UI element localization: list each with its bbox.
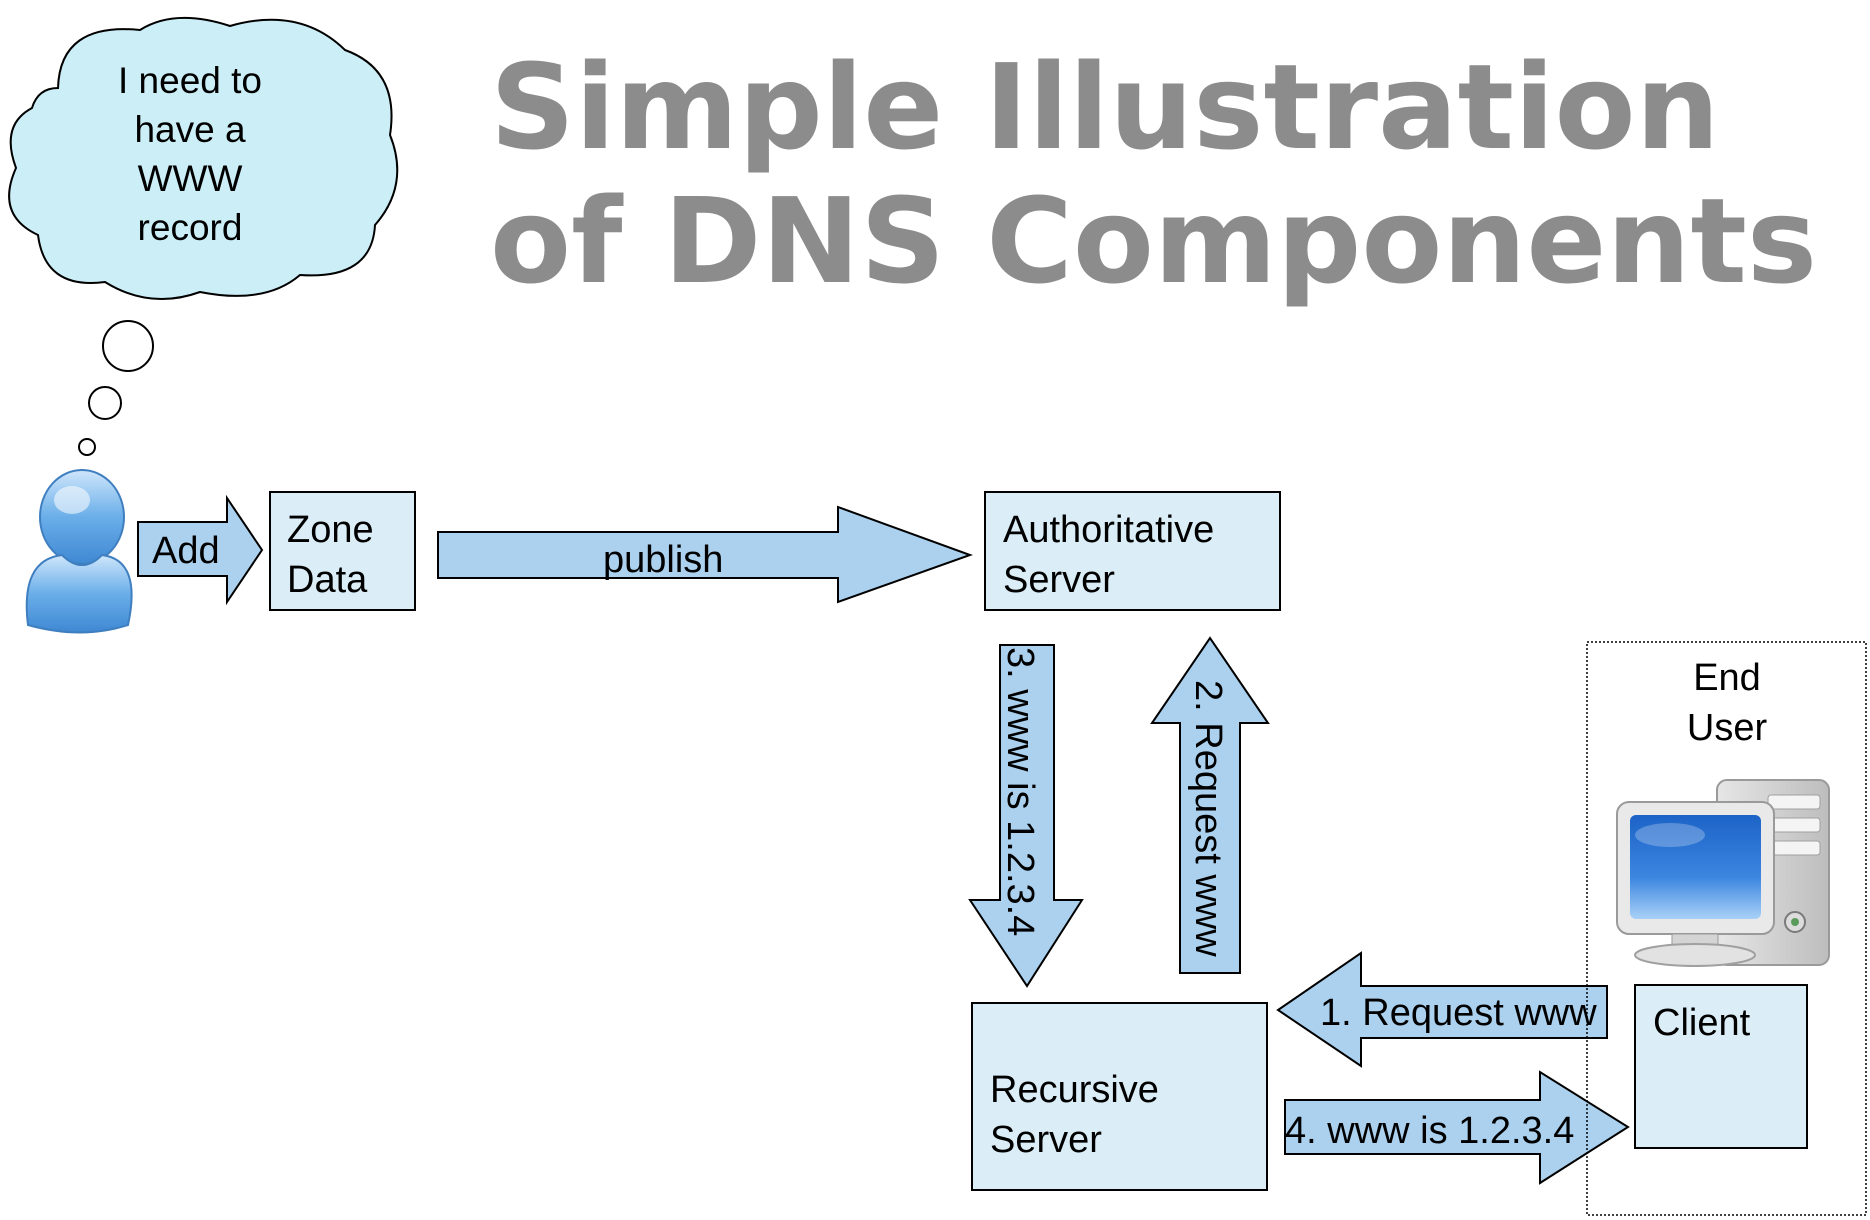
authoritative-line-2: Server <box>1003 559 1115 601</box>
recursive-line-1: Recursive <box>990 1069 1159 1111</box>
end-user-line-2: User <box>1687 707 1768 749</box>
page-title: Simple Illustration of DNS Components <box>490 38 1817 310</box>
end-user-container: End User <box>1586 641 1867 1216</box>
thought-line-2: have a <box>134 109 246 150</box>
thought-line-4: record <box>138 207 243 248</box>
end-user-line-1: End <box>1693 657 1761 699</box>
recursive-line-2: Server <box>990 1119 1102 1161</box>
authoritative-line-1: Authoritative <box>1003 509 1214 551</box>
response-right-arrow: 4. www is 1.2.3.4 <box>1284 1070 1630 1185</box>
zone-data-line-1: Zone <box>287 509 374 551</box>
computer-icon <box>1616 779 1830 967</box>
thought-dot-large <box>102 320 154 372</box>
response-down-label: 3. www is 1.2.3.4 <box>999 647 1041 936</box>
thought-line-1: I need to <box>118 60 262 101</box>
publish-arrow: publish <box>437 505 973 604</box>
client-box: Client <box>1634 984 1808 1149</box>
response-down-arrow: 3. www is 1.2.3.4 <box>968 644 1084 988</box>
add-label: Add <box>152 530 220 572</box>
request-left-label: 1. Request www <box>1320 992 1597 1034</box>
thought-dot-medium <box>88 386 122 420</box>
thought-bubble: I need to have a WWW record <box>8 17 399 456</box>
request-left-arrow: 1. Request www <box>1276 951 1608 1068</box>
thought-cloud <box>8 17 399 301</box>
thought-dot-small <box>78 438 96 456</box>
title-line-1: Simple Illustration <box>490 38 1720 176</box>
publish-label: publish <box>603 539 723 581</box>
recursive-server-box: Recursive Server <box>971 1002 1268 1191</box>
request-up-label: 2. Request www <box>1187 680 1229 957</box>
person-icon <box>25 469 133 634</box>
add-arrow: Add <box>137 494 264 606</box>
thought-line-3: WWW <box>138 158 243 199</box>
title-line-2: of DNS Components <box>490 172 1817 310</box>
zone-data-line-2: Data <box>287 559 368 601</box>
client-label: Client <box>1653 1002 1751 1044</box>
zone-data-box: Zone Data <box>269 491 416 611</box>
request-up-arrow: 2. Request www <box>1150 636 1270 974</box>
authoritative-server-box: Authoritative Server <box>984 491 1281 611</box>
response-right-label: 4. www is 1.2.3.4 <box>1285 1110 1574 1152</box>
